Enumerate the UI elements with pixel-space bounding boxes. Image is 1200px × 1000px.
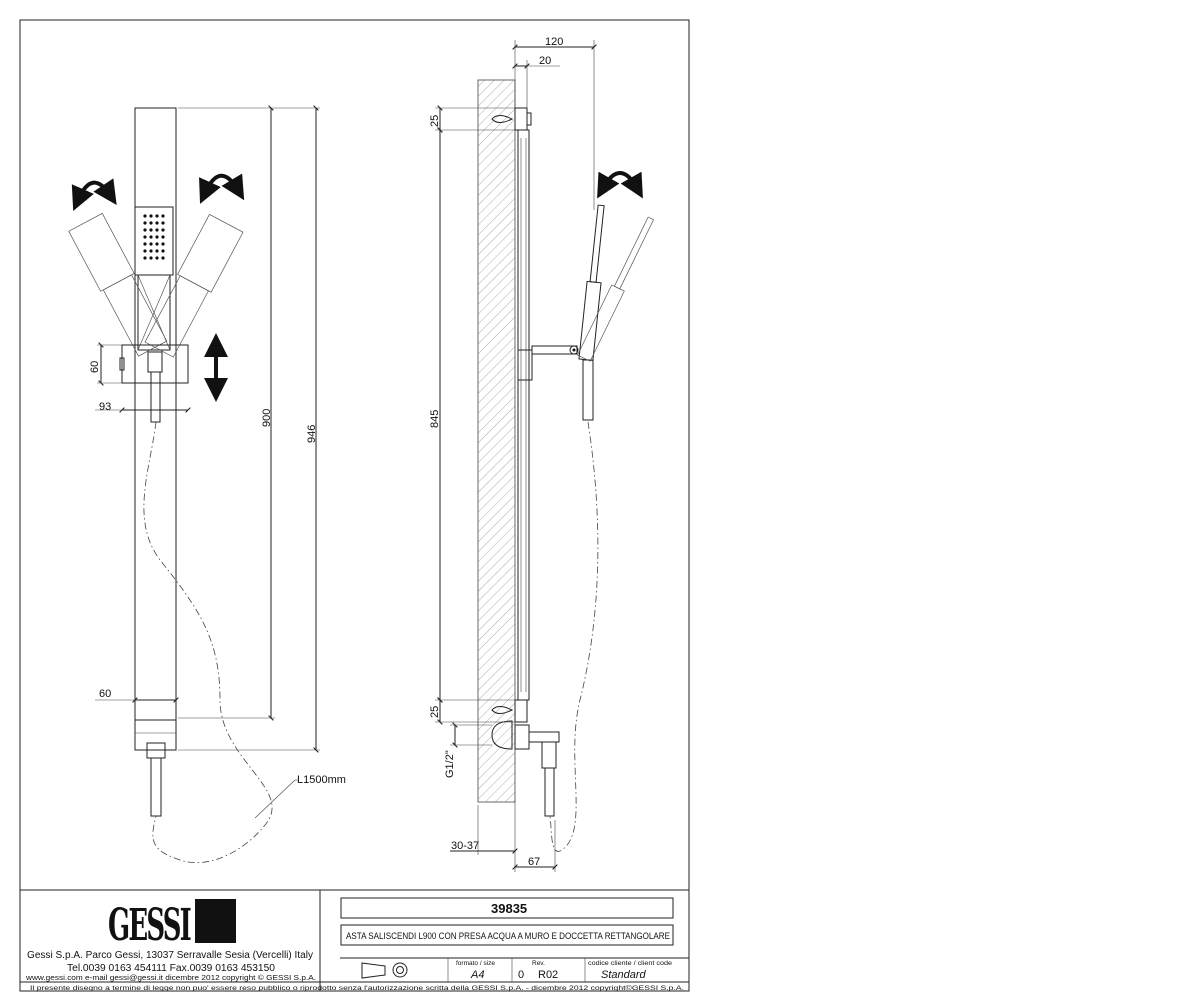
format-label: formato / size xyxy=(456,960,495,967)
title-block: GESSI Gessi S.p.A. Parco Gessi, 13037 Se… xyxy=(20,889,689,992)
nozzle-dot xyxy=(149,242,153,246)
product-code: 39835 xyxy=(491,901,527,916)
wall-fitting xyxy=(134,719,177,751)
nozzle-dot xyxy=(155,235,159,239)
drawing-frame xyxy=(19,19,690,992)
side-ghost-shower xyxy=(577,216,655,362)
shower-hose xyxy=(143,421,273,864)
company-phone: Tel.0039 0163 454111 Fax.0039 0163 45315… xyxy=(67,963,275,974)
svg-text:GESSI: GESSI xyxy=(108,900,191,951)
gessi-logo: GESSI xyxy=(108,899,236,951)
code-box xyxy=(340,897,674,919)
nozzle-dot xyxy=(155,221,159,225)
ghost-shower-left xyxy=(68,212,168,357)
ghost-shower-right xyxy=(144,213,244,358)
rev-value: 0 xyxy=(518,969,524,981)
nozzle-dot xyxy=(143,242,147,246)
nozzle-dot xyxy=(143,235,147,239)
nozzle-dot xyxy=(143,221,147,225)
nozzle-dot xyxy=(161,249,165,253)
description-box xyxy=(340,924,674,946)
nozzle-dot xyxy=(149,228,153,232)
side-hand-shower xyxy=(578,204,605,361)
nozzle-dot xyxy=(143,214,147,218)
side-wall-outlet xyxy=(514,724,530,750)
dim-20: 20 xyxy=(539,55,551,67)
client-code-value: Standard xyxy=(601,969,647,981)
front-dimensions xyxy=(95,105,320,819)
nozzle-dot xyxy=(161,214,165,218)
dim-93: 93 xyxy=(99,401,111,413)
legal-notice: Il presente disegno a termine di legge n… xyxy=(30,984,684,992)
rev-code: R02 xyxy=(538,969,558,981)
nozzle-dot xyxy=(161,256,165,260)
dim-60-clamp: 60 xyxy=(89,361,101,373)
format-value: A4 xyxy=(470,969,484,981)
dim-25-bottom: 25 xyxy=(429,706,441,718)
slide-bar xyxy=(134,107,177,751)
rotate-arrow-left-icon xyxy=(71,178,117,211)
rev-label: Rev. xyxy=(532,960,545,967)
nozzle-dot xyxy=(149,214,153,218)
nozzle-dot xyxy=(161,235,165,239)
nozzle-dot xyxy=(143,249,147,253)
nozzle-dot xyxy=(155,249,159,253)
shower-nozzles xyxy=(143,214,165,260)
product-description: ASTA SALISCENDI L900 CON PRESA ACQUA A M… xyxy=(346,931,670,941)
client-code-label: codice cliente / client code xyxy=(588,960,672,967)
side-dimensions xyxy=(435,40,597,872)
nozzle-dot xyxy=(155,214,159,218)
nozzle-dot xyxy=(149,249,153,253)
wall-section xyxy=(477,79,516,803)
hand-shower xyxy=(134,206,174,276)
side-view: 120 20 25 845 25 G1/2" 30-37 67 xyxy=(429,36,655,872)
nozzle-dot xyxy=(149,256,153,260)
dim-946: 946 xyxy=(306,425,318,443)
nozzle-dot xyxy=(161,221,165,225)
hose-length-label: L1500mm xyxy=(297,774,346,786)
nozzle-dot xyxy=(155,228,159,232)
dim-25-top: 25 xyxy=(429,115,441,127)
dim-67: 67 xyxy=(528,856,540,868)
nozzle-dot xyxy=(161,242,165,246)
nozzle-dot xyxy=(143,228,147,232)
nozzle-dot xyxy=(143,256,147,260)
dim-g12: G1/2" xyxy=(444,750,456,778)
dim-60-bottom: 60 xyxy=(99,688,111,700)
nozzle-dot xyxy=(149,221,153,225)
nozzle-dot xyxy=(161,228,165,232)
nozzle-dot xyxy=(155,242,159,246)
dim-845: 845 xyxy=(429,410,441,428)
nozzle-dot xyxy=(149,235,153,239)
dim-120: 120 xyxy=(545,36,563,48)
side-rotate-arrow-icon xyxy=(597,171,643,199)
company-address: Gessi S.p.A. Parco Gessi, 13037 Serraval… xyxy=(27,950,313,961)
company-web: www.gessi.com e-mail gessi@gessi.it dice… xyxy=(25,974,316,982)
projection-symbol-icon xyxy=(361,962,408,979)
side-slide-bar xyxy=(517,129,530,701)
rotate-arrow-right-icon xyxy=(199,173,245,204)
dim-900: 900 xyxy=(261,409,273,427)
nozzle-dot xyxy=(155,256,159,260)
front-view: 60 93 900 946 60 L1500mm xyxy=(68,105,346,864)
slider-clamp xyxy=(121,344,189,384)
side-shower-hose xyxy=(549,421,599,852)
shower-handle xyxy=(137,274,171,351)
dim-30-37: 30-37 xyxy=(451,840,479,852)
